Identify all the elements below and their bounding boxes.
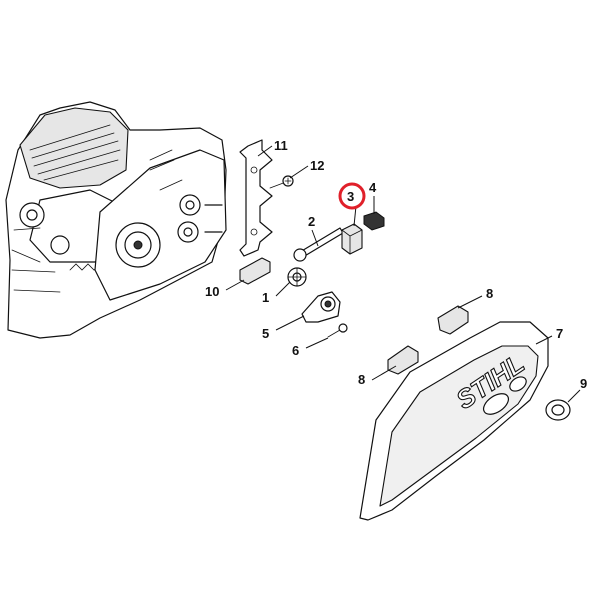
part-5-tensioner-housing <box>301 291 341 323</box>
callout-5: 5 <box>262 326 269 341</box>
part-8-insert-upper <box>437 305 469 335</box>
callout-6: 6 <box>292 343 299 358</box>
part-9-collar-nut <box>545 399 571 421</box>
callout-8-upper: 8 <box>486 286 493 301</box>
callout-8-lower: 8 <box>358 372 365 387</box>
callout-labels: 11 12 2 3 4 10 1 5 6 8 7 8 9 <box>205 138 587 391</box>
leader-lines <box>225 145 581 403</box>
part-12-screw <box>269 175 294 189</box>
part-11-bumper-spike <box>239 139 273 257</box>
callout-4: 4 <box>369 180 377 195</box>
callout-7: 7 <box>556 326 563 341</box>
part-1-gear <box>287 267 307 287</box>
callout-2: 2 <box>308 214 315 229</box>
part-10-chain-catcher <box>239 257 271 285</box>
callout-11: 11 <box>274 138 288 153</box>
part-4-nut <box>363 211 385 231</box>
callout-12: 12 <box>310 158 324 173</box>
part-8-insert-lower <box>387 345 419 375</box>
callout-3: 3 <box>347 189 354 204</box>
highlight-ring <box>338 182 366 210</box>
part-3-tensioner-slide <box>341 223 363 255</box>
callout-10: 10 <box>205 284 219 299</box>
callout-1: 1 <box>262 290 269 305</box>
callout-9: 9 <box>580 376 587 391</box>
part-7-sprocket-cover: STIHL <box>359 321 549 521</box>
part-6-screw <box>327 323 348 338</box>
part-2-tensioner-screw <box>293 227 344 262</box>
chainsaw-powerhead <box>5 101 227 339</box>
